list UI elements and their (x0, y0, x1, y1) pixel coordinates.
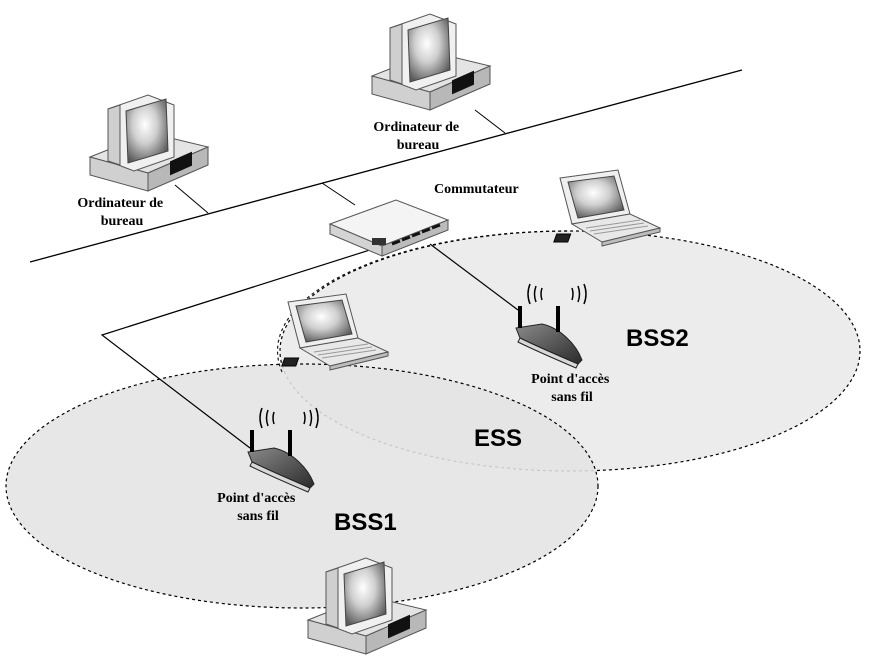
switch-label: Commutateur (434, 182, 519, 197)
desktop-left-icon (89, 94, 209, 192)
access-point-right-label: Point d'accès sans fil (531, 372, 613, 405)
bss1-label: BSS1 (334, 509, 397, 536)
ess-label: ESS (474, 425, 522, 452)
bss2-label: BSS2 (626, 325, 689, 352)
cable-desktop-left (174, 184, 209, 214)
access-point-left-label: Point d'accès sans fil (217, 491, 299, 524)
desktop-top-icon (371, 13, 491, 111)
switch-icon (328, 199, 450, 257)
cable-desktop-top (474, 109, 506, 134)
cable-switch-backbone (321, 182, 356, 206)
bss2-outline-overlap (276, 230, 571, 373)
desktop-top-label: Ordinateur de bureau (373, 120, 462, 153)
ethernet-backbone (29, 69, 743, 263)
laptop-top-right-icon (553, 169, 661, 247)
desktop-left-label: Ordinateur de bureau (77, 196, 166, 229)
cable-switch-ap-right (429, 243, 519, 311)
cable-switch-ap-left (100, 241, 396, 449)
